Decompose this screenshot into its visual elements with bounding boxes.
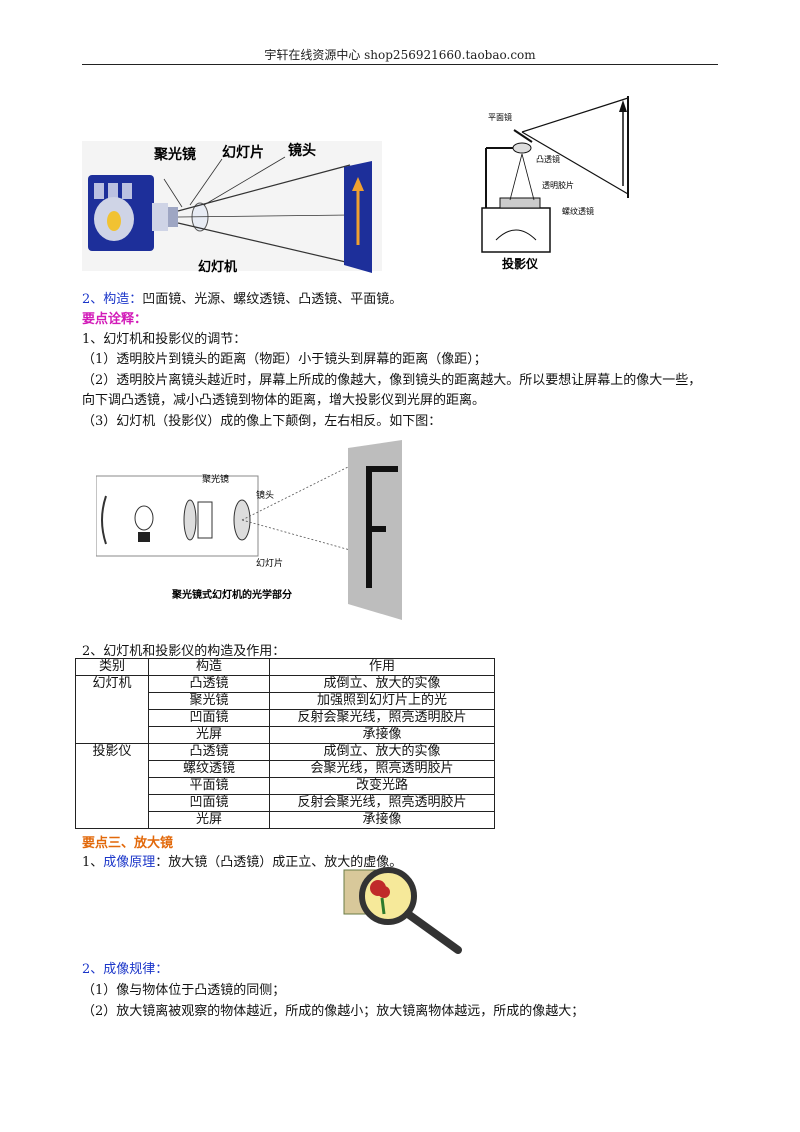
adjust-title: 1、幻灯机和投影仪的调节： xyxy=(82,332,247,347)
category-cell: 幻灯机 xyxy=(75,675,149,693)
figure-caption: 幻灯机 xyxy=(198,259,237,275)
adjust-point-3: （3）幻灯机（投影仪）成的像上下颠倒，左右相反。如下图： xyxy=(82,414,442,429)
rules-title: 2、成像规律： xyxy=(82,962,169,977)
figure-caption: 聚光镜式幻灯机的光学部分 xyxy=(171,588,292,601)
structure-line: 2、构造：凹面镜、光源、螺纹透镜、凸透镜、平面镜。 xyxy=(82,288,402,307)
label-slide: 幻灯片 xyxy=(222,144,264,161)
section-heading: 要点三、放大镜 xyxy=(82,836,174,851)
category-cell xyxy=(75,726,149,744)
table-row: 凹面镜反射会聚光线，照亮透明胶片 xyxy=(75,794,495,812)
label-mirror: 平面镜 xyxy=(488,112,512,122)
header-cell: 类别 xyxy=(75,658,149,676)
label-slide: 透明胶片 xyxy=(542,180,574,190)
convex-lens xyxy=(512,142,532,154)
category-cell xyxy=(75,692,149,710)
function-cell: 改变光路 xyxy=(269,777,495,795)
magnifier-label: 成像原理 xyxy=(103,855,156,870)
label-slide: 幻灯片 xyxy=(256,557,283,569)
adjust-point-1: （1）透明胶片到镜头的距离（物距）小于镜头到屏幕的距离（像距）； xyxy=(82,352,487,367)
table-header-row: 类别 构造 作用 xyxy=(75,658,495,676)
concave-mirror-icon xyxy=(495,229,537,241)
page-header: 宇轩在线资源中心 shop256921660.taobao.com xyxy=(82,46,718,65)
fresnel-lens xyxy=(499,197,541,209)
function-cell: 反射会聚光线，照亮透明胶片 xyxy=(269,794,495,812)
table-row: 光屏承接像 xyxy=(75,726,495,744)
rules-point-2: （2）放大镜离被观察的物体越近，所成的像越小；放大镜离物体越远，所成的像越大； xyxy=(82,1004,585,1019)
condenser-lens xyxy=(152,203,168,231)
condenser-lens xyxy=(183,499,197,541)
table-row: 平面镜改变光路 xyxy=(75,777,495,795)
magnifier-handle xyxy=(404,910,462,954)
category-cell xyxy=(75,777,149,795)
table-row: 聚光镜加强照到幻灯片上的光 xyxy=(75,692,495,710)
table-title: 2、幻灯机和投影仪的构造及作用： xyxy=(82,644,286,659)
function-cell: 成倒立、放大的实像 xyxy=(269,675,495,693)
adjust-point-2a: （2）透明胶片离镜头越近时，屏幕上所成的像越大，像到镜头的距离越大。所以要想让屏… xyxy=(82,373,702,388)
label-fresnel: 螺纹透镜 xyxy=(562,206,594,216)
function-cell: 会聚光线，照亮透明胶片 xyxy=(269,760,495,778)
slide-projector-figure: 聚光镜 幻灯片 镜头 幻灯机 xyxy=(82,135,382,275)
structure-cell: 凸透镜 xyxy=(148,675,270,693)
structure-cell: 光屏 xyxy=(148,726,270,744)
lamp-icon xyxy=(107,211,121,231)
table-row: 凹面镜反射会聚光线，照亮透明胶片 xyxy=(75,709,495,727)
overhead-projector-figure: 平面镜 凸透镜 透明胶片 螺纹透镜 投影仪 xyxy=(470,90,638,275)
plane-mirror xyxy=(513,129,533,143)
concave-mirror-icon xyxy=(101,495,107,545)
optical-diagram-figure: 聚光镜 镜头 幻灯片 聚光镜式幻灯机的光学部分 xyxy=(96,440,402,620)
category-cell xyxy=(75,811,149,829)
function-cell: 成倒立、放大的实像 xyxy=(269,743,495,761)
structure-table: 类别 构造 作用 幻灯机凸透镜成倒立、放大的实像 聚光镜加强照到幻灯片上的光 凹… xyxy=(75,658,495,829)
structure-prefix: 2、构造： xyxy=(82,292,143,307)
function-cell: 承接像 xyxy=(269,726,495,744)
category-cell xyxy=(75,709,149,727)
structure-cell: 凹面镜 xyxy=(148,794,270,812)
header-cell: 构造 xyxy=(148,658,270,676)
header-cell: 作用 xyxy=(269,658,495,676)
magnifier-text: ：放大镜（凸透镜）成正立、放大的虚像。 xyxy=(155,855,403,870)
figure-caption: 投影仪 xyxy=(502,256,539,271)
magnifier-prefix: 1、 xyxy=(82,855,104,870)
adjust-point-2b: 向下调凸透镜，减小凸透镜到物体的距离，增大投影仪到光屏的距离。 xyxy=(82,393,486,408)
function-cell: 加强照到幻灯片上的光 xyxy=(269,692,495,710)
lamp-box xyxy=(96,475,259,557)
structure-cell: 聚光镜 xyxy=(148,692,270,710)
table-row: 螺纹透镜会聚光线，照亮透明胶片 xyxy=(75,760,495,778)
structure-cell: 平面镜 xyxy=(148,777,270,795)
category-cell xyxy=(75,794,149,812)
rules-point-1: （1）像与物体位于凸透镜的同侧； xyxy=(82,983,286,998)
structure-cell: 螺纹透镜 xyxy=(148,760,270,778)
table-row: 投影仪凸透镜成倒立、放大的实像 xyxy=(75,743,495,761)
table-row: 幻灯机凸透镜成倒立、放大的实像 xyxy=(75,675,495,693)
magnifier-figure xyxy=(343,867,462,954)
label-condenser: 聚光镜 xyxy=(153,146,196,163)
magnifier-principle: 1、成像原理：放大镜（凸透镜）成正立、放大的虚像。 xyxy=(82,851,402,870)
table-row: 光屏承接像 xyxy=(75,811,495,829)
function-cell: 承接像 xyxy=(269,811,495,829)
category-cell xyxy=(75,760,149,778)
label-convex: 凸透镜 xyxy=(536,154,560,164)
image-arrow-icon xyxy=(619,100,627,112)
slide xyxy=(197,501,213,539)
category-cell: 投影仪 xyxy=(75,743,149,761)
function-cell: 反射会聚光线，照亮透明胶片 xyxy=(269,709,495,727)
label-lens: 镜头 xyxy=(288,142,316,159)
label-condenser: 聚光镜 xyxy=(202,473,229,485)
structure-cell: 凸透镜 xyxy=(148,743,270,761)
structure-cell: 光屏 xyxy=(148,811,270,829)
label-lens: 镜头 xyxy=(256,489,274,501)
structure-text: 凹面镜、光源、螺纹透镜、凸透镜、平面镜。 xyxy=(142,292,403,307)
key-heading: 要点诠释： xyxy=(82,312,148,327)
image-arrow-icon xyxy=(352,177,364,191)
bulb-icon xyxy=(134,505,154,531)
structure-cell: 凹面镜 xyxy=(148,709,270,727)
